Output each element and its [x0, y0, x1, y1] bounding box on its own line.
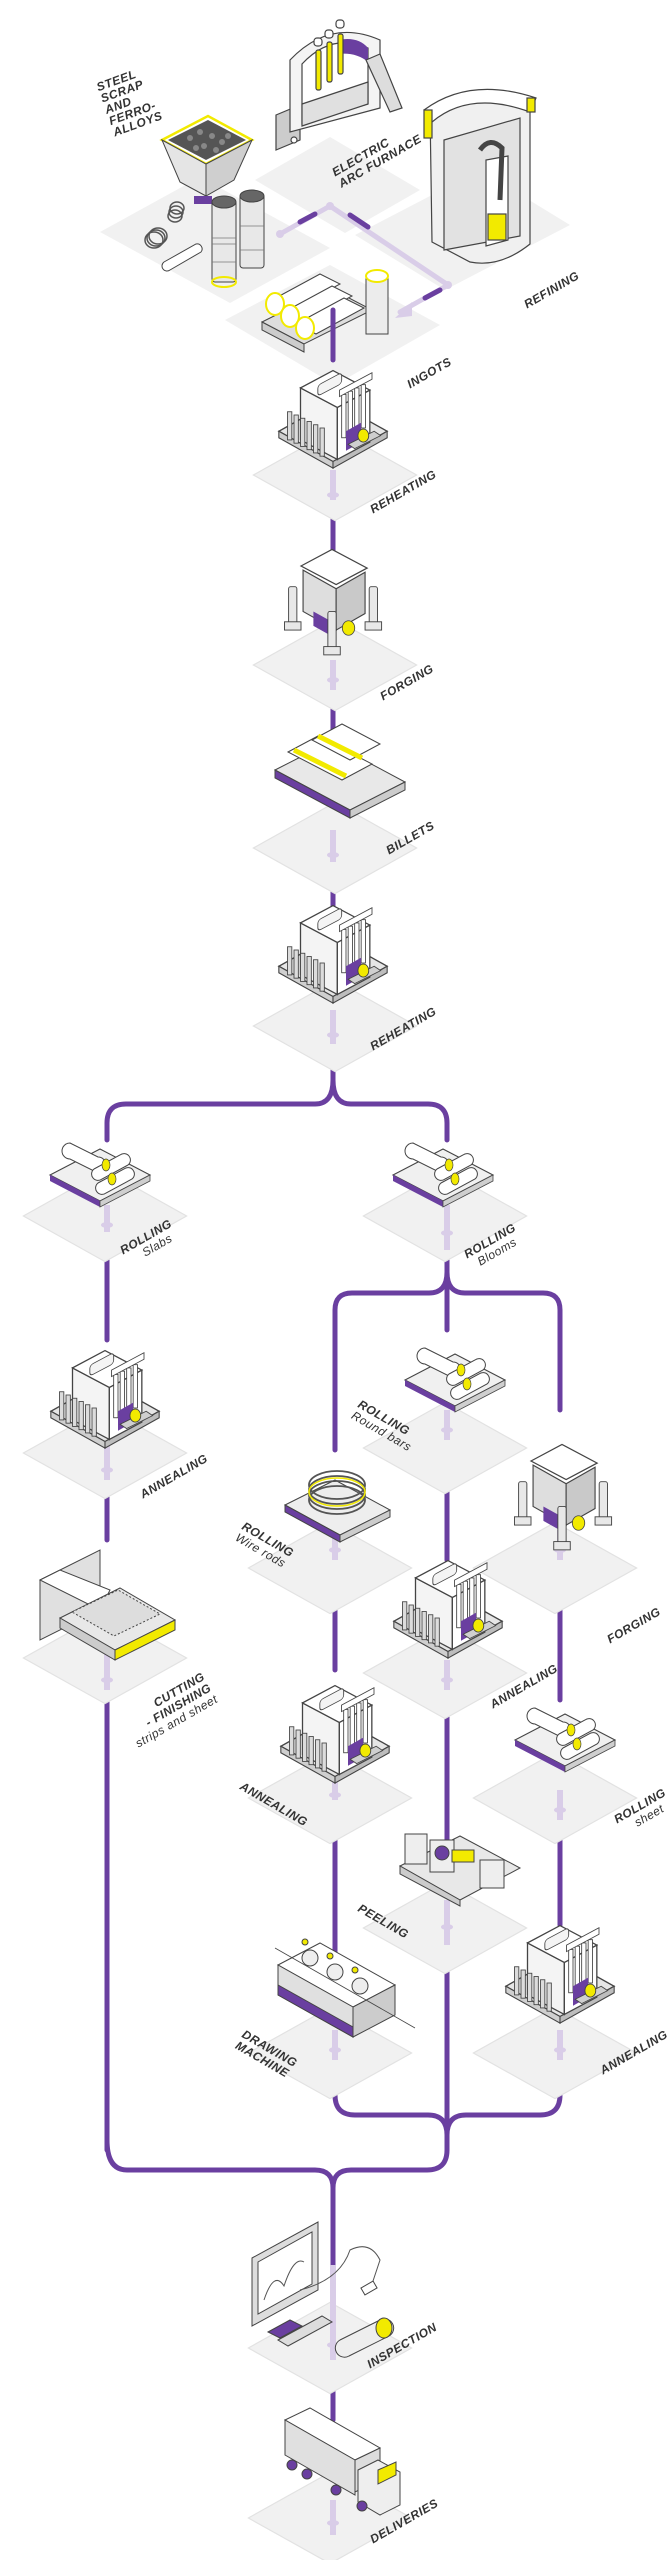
peeling-machine-icon	[398, 1833, 522, 1907]
forging-press-icon	[513, 1443, 613, 1551]
wire-coil-icon	[283, 1470, 392, 1543]
rolling-mill-icon	[404, 1347, 506, 1413]
refining-ladle-icon	[423, 88, 537, 264]
drawing-machine-icon	[274, 1938, 416, 2038]
cutting-machine-icon	[38, 1549, 177, 1661]
electric-arc-furnace-icon	[275, 19, 403, 151]
annealing-furnace-icon	[280, 1684, 390, 1784]
billets-icon	[273, 723, 407, 819]
annealing-furnace-icon	[505, 1924, 615, 2024]
delivery-truck-icon	[283, 2407, 401, 2516]
scrap-hopper-icon	[159, 114, 255, 204]
reheating-furnace-icon	[278, 904, 388, 1004]
inspection-computer-icon	[251, 2221, 395, 2358]
top-connectors	[276, 202, 452, 318]
rolling-mill-icon	[514, 1707, 616, 1773]
tile-furnace	[255, 137, 420, 233]
ingots-icon	[260, 269, 389, 353]
drums-icon	[211, 189, 265, 288]
coils-icon	[144, 201, 203, 272]
